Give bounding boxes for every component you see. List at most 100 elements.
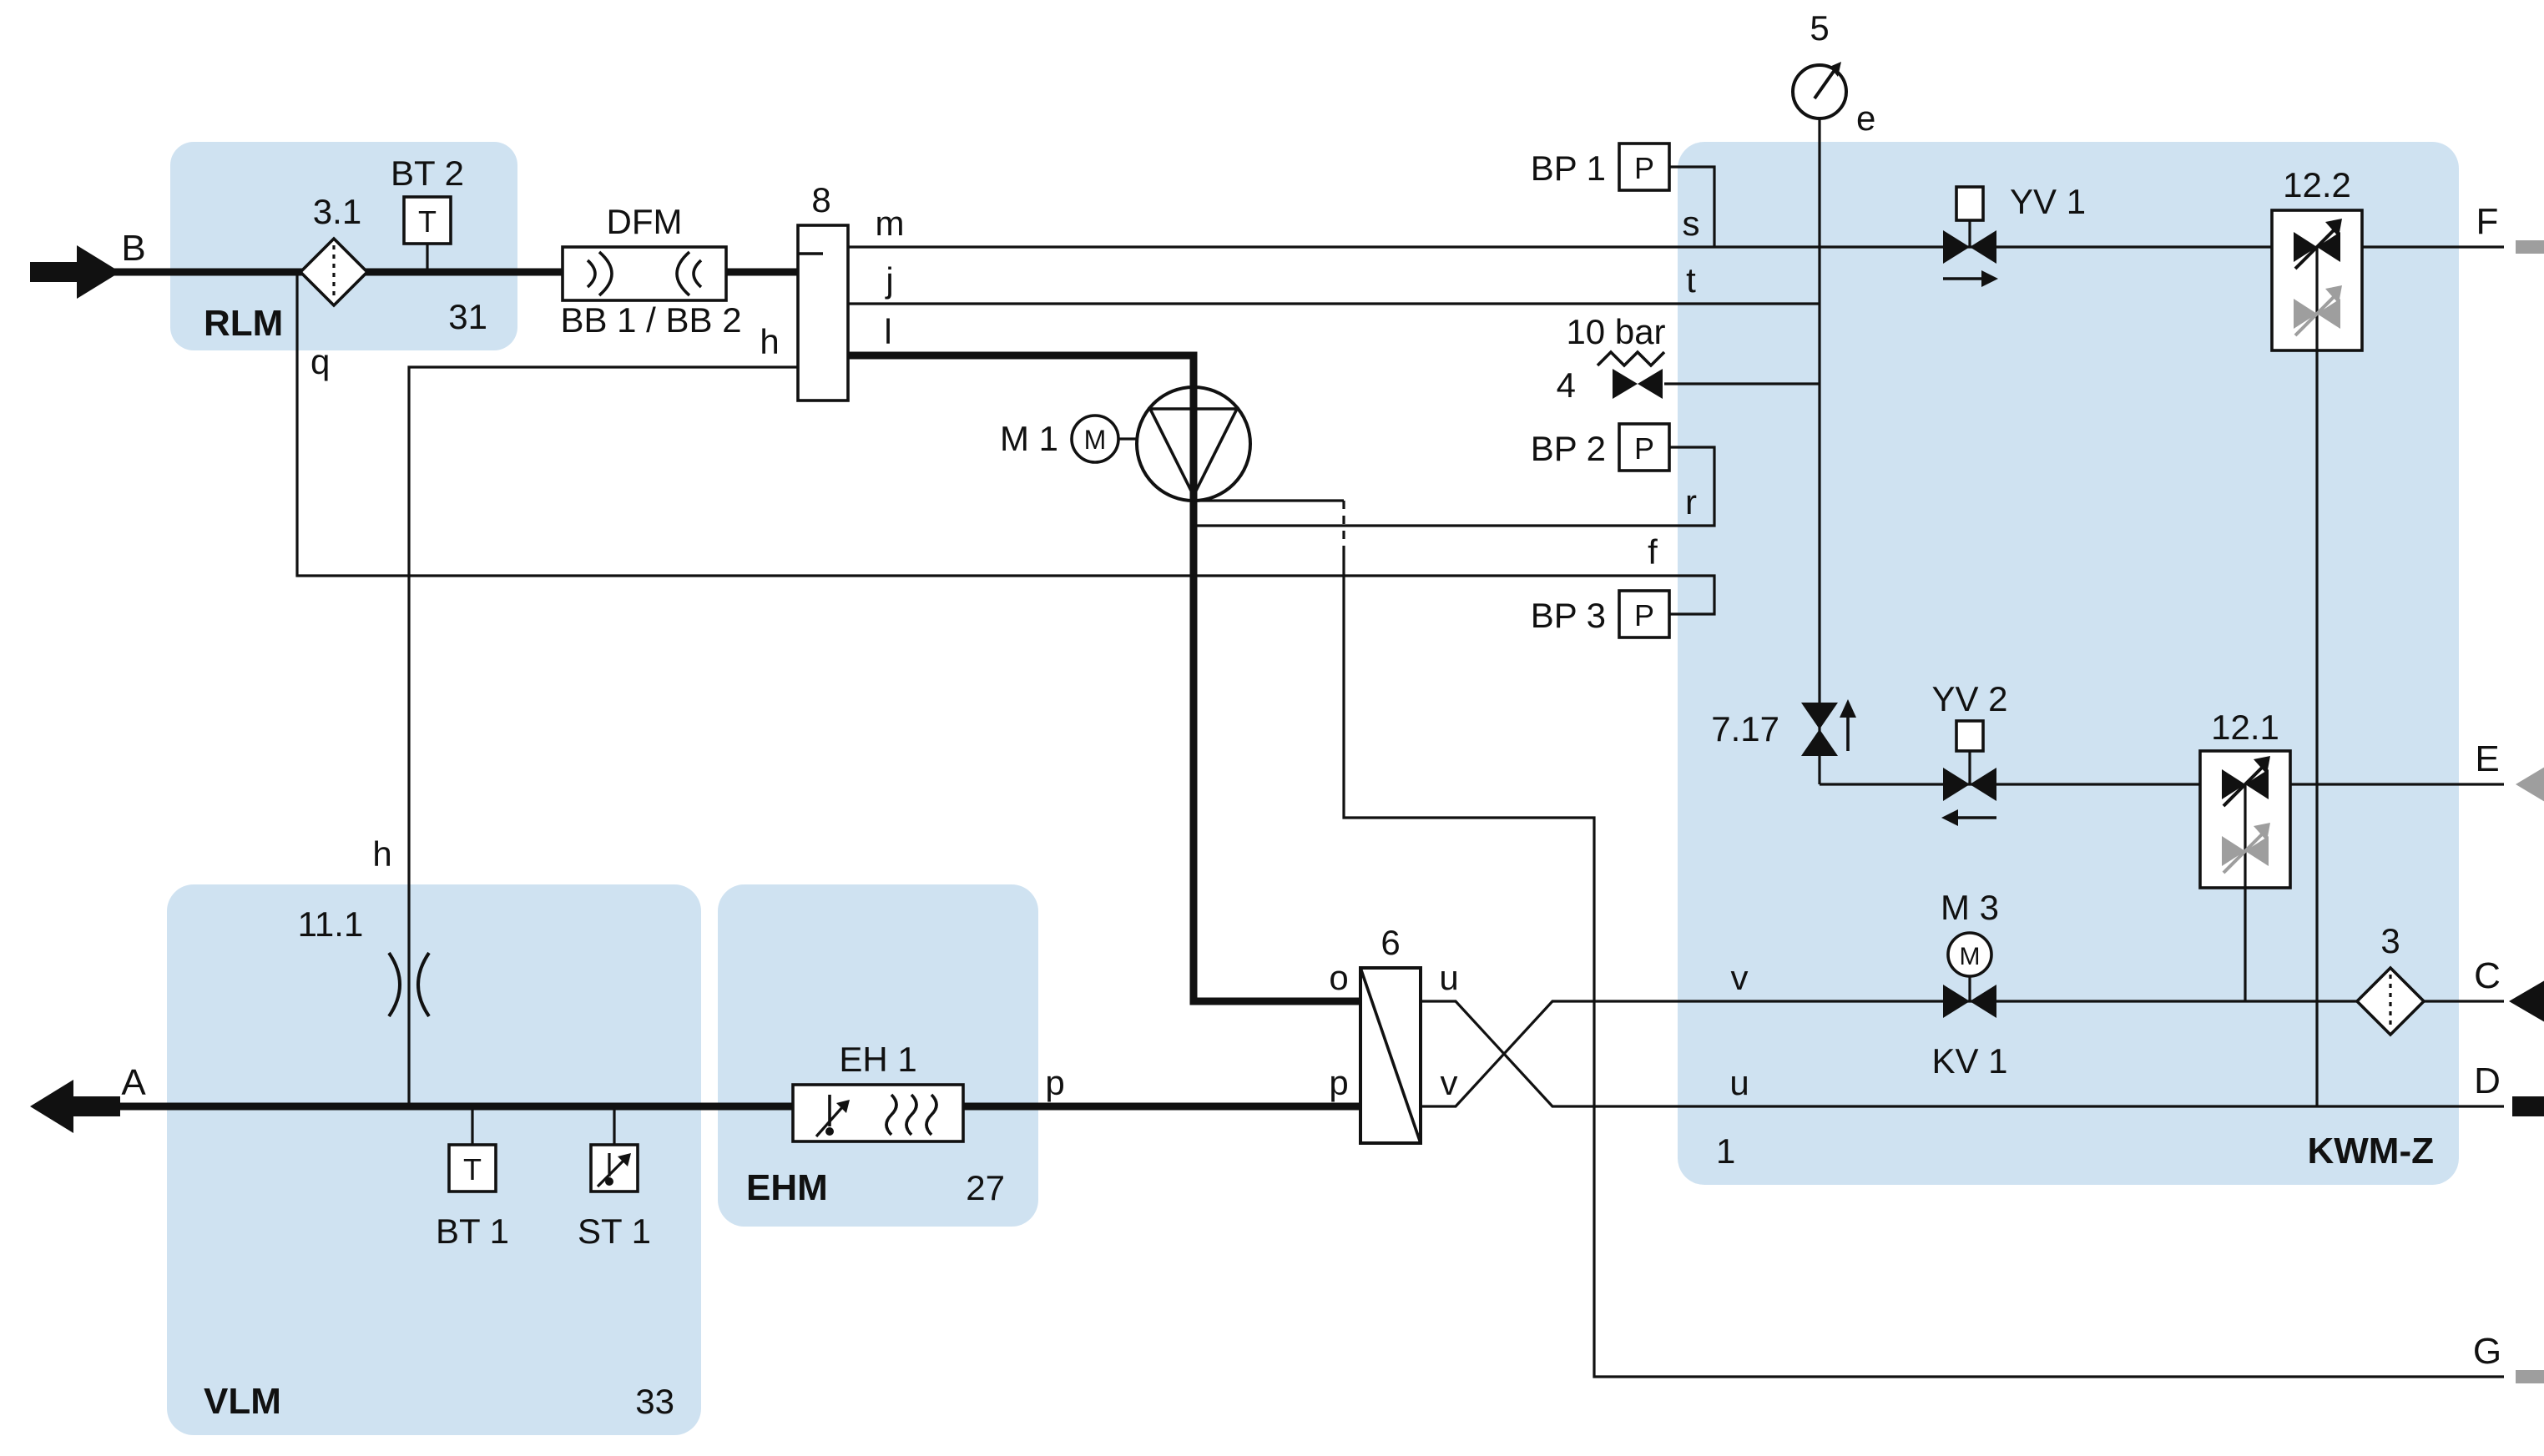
motor-valve-kv1-icon: M bbox=[1943, 931, 1996, 1018]
heat-exchanger-6-icon bbox=[1359, 966, 1422, 1145]
m1-symbol: M bbox=[1084, 425, 1107, 455]
label-hx6: 6 bbox=[1381, 923, 1400, 962]
pipe-g-line bbox=[1342, 551, 2504, 1378]
label-filter-31: 3.1 bbox=[313, 192, 361, 231]
label-zone-kwmz: KWM-Z bbox=[2308, 1131, 2435, 1171]
flow-arrow-c-in bbox=[2509, 980, 2544, 1022]
label-line-r: r bbox=[1685, 482, 1697, 521]
label-bt2: BT 2 bbox=[391, 154, 464, 193]
bp1-symbol: P bbox=[1634, 151, 1654, 185]
label-line-j: j bbox=[884, 260, 893, 300]
solenoid-valve-yv1-icon bbox=[1943, 185, 1998, 287]
label-m3: M 3 bbox=[1941, 888, 1999, 927]
pipe-pump-main bbox=[848, 351, 1360, 1005]
filter-31-icon bbox=[298, 236, 370, 308]
sampling-valve-7-17-icon bbox=[1801, 699, 1856, 756]
label-v717: 7.17 bbox=[1711, 709, 1779, 748]
label-bp3: BP 3 bbox=[1531, 596, 1606, 635]
label-port-f: F bbox=[2476, 201, 2499, 242]
pressure-gauge-icon bbox=[1791, 62, 1848, 120]
flow-arrow-d-out bbox=[2512, 1096, 2544, 1116]
st1-sensor-icon bbox=[589, 1143, 639, 1193]
label-line-p-hx: p bbox=[1329, 1063, 1348, 1102]
filter-3-icon bbox=[2355, 965, 2426, 1037]
label-line-o: o bbox=[1329, 958, 1348, 997]
bp3-symbol: P bbox=[1634, 598, 1654, 632]
label-line-q: q bbox=[310, 342, 330, 381]
distributor-8-icon bbox=[796, 224, 850, 402]
solenoid-valve-yv2-icon bbox=[1941, 719, 1996, 826]
label-zone-vlm: VLM bbox=[204, 1381, 281, 1422]
label-comp8: 8 bbox=[811, 180, 830, 219]
bt1-sensor-icon: T bbox=[447, 1143, 497, 1193]
bp1-sensor-icon: P bbox=[1618, 142, 1671, 192]
label-zone-kwmz-number: 1 bbox=[1716, 1131, 1735, 1171]
pipe-h-line bbox=[407, 365, 798, 1106]
label-line-m: m bbox=[876, 204, 905, 243]
label-line-p-ehm: p bbox=[1045, 1063, 1064, 1102]
label-zone-ehm-number: 27 bbox=[966, 1168, 1005, 1207]
label-bp1: BP 1 bbox=[1531, 149, 1606, 188]
label-line-e: e bbox=[1856, 98, 1875, 138]
label-line-t: t bbox=[1686, 260, 1696, 300]
heater-eh1-icon bbox=[791, 1083, 965, 1143]
label-dfm: DFM bbox=[607, 202, 683, 241]
bp3-sensor-icon: P bbox=[1618, 589, 1671, 639]
pipe-r-line bbox=[1194, 446, 1716, 527]
pump-icon bbox=[1135, 385, 1252, 502]
label-line-h-mid: h bbox=[372, 834, 391, 874]
pipes-thin bbox=[295, 118, 2504, 1378]
relief-valve-4-icon bbox=[1596, 350, 1666, 399]
label-kv1: KV 1 bbox=[1931, 1041, 2007, 1081]
bt2-sensor-icon: T bbox=[402, 195, 452, 245]
flow-arrow-a-out bbox=[30, 1080, 120, 1133]
label-zone-ehm: EHM bbox=[746, 1167, 828, 1208]
bt1-symbol: T bbox=[463, 1152, 482, 1186]
label-line-u-kwm: u bbox=[1729, 1063, 1749, 1102]
label-filter-3: 3 bbox=[2380, 921, 2400, 960]
valve-block-12-2-icon bbox=[2270, 209, 2364, 1106]
label-line-u-hx: u bbox=[1439, 958, 1458, 997]
pipe-v-line bbox=[1421, 1000, 2504, 1108]
pipe-q-f-line bbox=[295, 272, 1716, 616]
label-line-v-hx: v bbox=[1441, 1063, 1458, 1102]
label-port-a: A bbox=[121, 1062, 146, 1103]
labels: B A q 3.1 BT 2 RLM 31 DFM BB 1 / BB 2 8 … bbox=[121, 8, 2501, 1422]
flow-arrows bbox=[30, 240, 2544, 1383]
label-yv2: YV 2 bbox=[1931, 679, 2007, 718]
label-port-e: E bbox=[2475, 738, 2499, 779]
flow-arrow-b-in bbox=[30, 245, 120, 299]
label-v121: 12.1 bbox=[2211, 708, 2279, 747]
label-bt1: BT 1 bbox=[436, 1212, 509, 1251]
m3-symbol: M bbox=[1960, 943, 1981, 970]
pipe-bp1-riser bbox=[1669, 165, 1716, 247]
label-zone-vlm-number: 33 bbox=[635, 1382, 674, 1421]
zones bbox=[167, 142, 2459, 1435]
zone-rlm bbox=[170, 142, 517, 350]
label-relief-pressure: 10 bar bbox=[1566, 312, 1665, 351]
bp2-sensor-icon: P bbox=[1618, 422, 1671, 472]
label-v122: 12.2 bbox=[2283, 165, 2351, 204]
flow-arrow-g-out bbox=[2516, 1370, 2544, 1383]
label-port-d: D bbox=[2474, 1061, 2501, 1101]
label-line-v-kwm: v bbox=[1731, 958, 1749, 997]
label-dfm-sub: BB 1 / BB 2 bbox=[560, 300, 741, 340]
label-zone-rlm: RLM bbox=[204, 303, 283, 344]
label-line-l: l bbox=[884, 312, 891, 351]
label-yv1: YV 1 bbox=[2010, 182, 2086, 221]
label-eh1: EH 1 bbox=[839, 1040, 916, 1079]
motor-m1-icon: M bbox=[1070, 414, 1120, 464]
valve-block-12-1-icon bbox=[2198, 749, 2292, 1001]
label-line-f: f bbox=[1648, 532, 1658, 572]
compensator-11-1-icon bbox=[387, 951, 431, 1018]
flow-arrow-f-out bbox=[2516, 240, 2544, 254]
label-st1: ST 1 bbox=[578, 1212, 651, 1251]
label-comp111: 11.1 bbox=[298, 904, 364, 944]
zone-kwmz bbox=[1678, 142, 2459, 1185]
label-port-b: B bbox=[121, 228, 145, 269]
label-m1: M 1 bbox=[1000, 419, 1058, 458]
flow-arrow-e-in bbox=[2516, 767, 2544, 802]
label-relief-4: 4 bbox=[1557, 365, 1576, 405]
dfm-flowmeter-icon bbox=[561, 245, 728, 302]
